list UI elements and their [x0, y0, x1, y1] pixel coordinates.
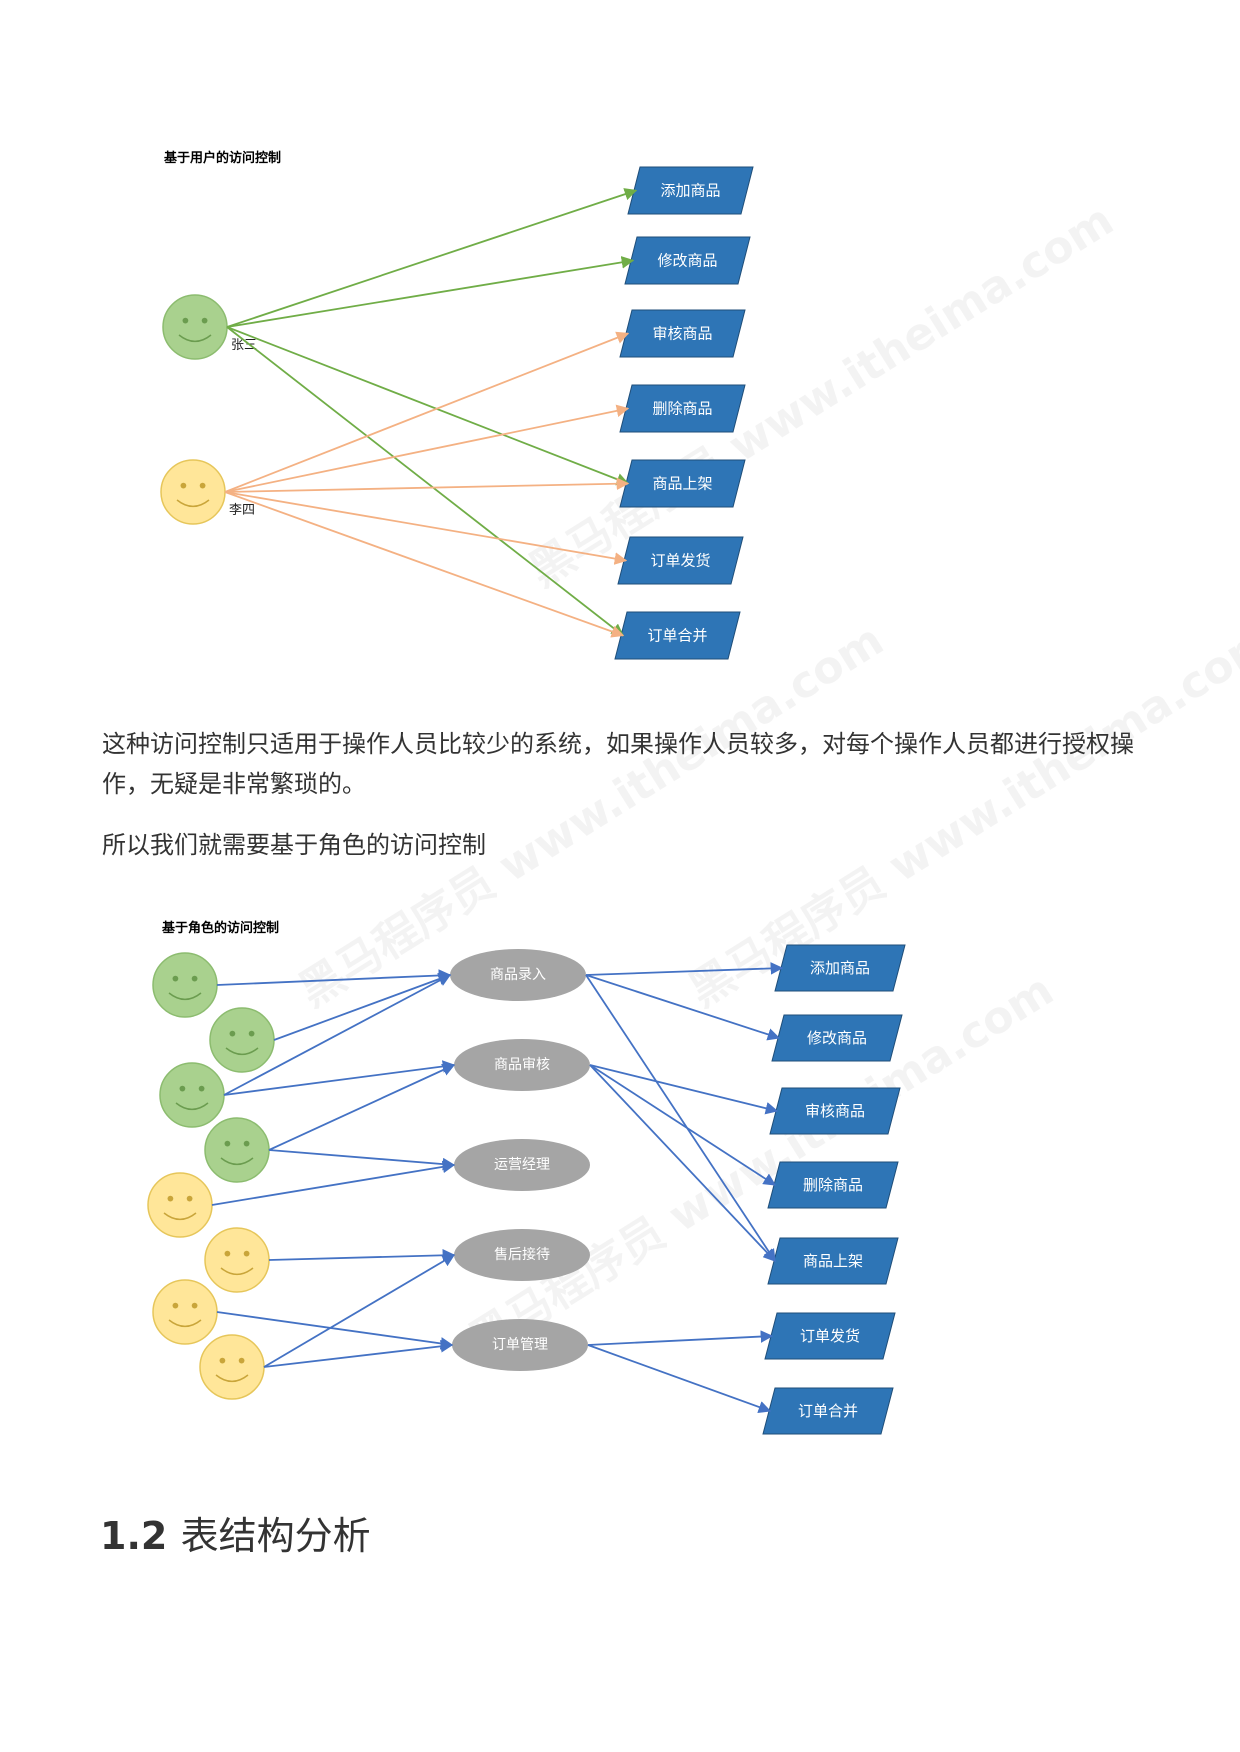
user-face-icon: [204, 1227, 270, 1293]
connector-arrow: [226, 256, 635, 328]
connector-arrow: [268, 1249, 456, 1262]
permission-label: 商品上架: [652, 475, 712, 493]
diagram-title: 基于用户的访问控制: [164, 151, 282, 166]
connector-arrow: [224, 491, 625, 638]
permission-label: 删除商品: [652, 400, 712, 418]
user-face-icon: [147, 1172, 213, 1238]
role-label: 售后接待: [494, 1246, 550, 1263]
permission-label: 删除商品: [803, 1176, 863, 1194]
permission-label: 添加商品: [660, 182, 720, 200]
connector-arrow: [589, 1064, 779, 1115]
user-face-icon: [159, 1062, 225, 1128]
permission-label: 订单合并: [647, 627, 707, 645]
user-name: 李四: [229, 503, 255, 518]
permission-box: 添加商品: [774, 944, 906, 992]
paragraph: 所以我们就需要基于角色的访问控制: [102, 831, 486, 859]
role-label: 商品录入: [490, 967, 546, 983]
connector-arrow: [585, 974, 781, 1041]
permission-label: 订单发货: [650, 552, 710, 570]
role-ellipse: 售后接待: [454, 1229, 590, 1281]
user-face-icon: [162, 294, 228, 360]
permission-box: 商品上架: [619, 459, 746, 508]
role-label: 商品审核: [494, 1057, 550, 1073]
connector-arrow: [224, 404, 630, 493]
permission-box: 审核商品: [619, 309, 746, 358]
connector-arrow: [216, 1311, 454, 1350]
role-label: 运营经理: [494, 1157, 550, 1173]
permission-label: 添加商品: [810, 959, 870, 977]
connector-arrow: [226, 188, 638, 328]
paragraph: 这种访问控制只适用于操作人员比较少的系统，如果操作人员较多，对每个操作人员都进行…: [102, 730, 1134, 798]
permission-box: 商品上架: [767, 1237, 899, 1285]
permission-label: 商品上架: [803, 1252, 863, 1270]
user-name: 张三: [231, 338, 257, 353]
connector-arrow: [224, 491, 628, 565]
connector-arrow: [589, 1064, 776, 1262]
permission-box: 修改商品: [771, 1014, 903, 1062]
permission-box: 订单发货: [617, 536, 744, 585]
permission-label: 订单合并: [798, 1402, 858, 1420]
connector-arrow: [268, 1064, 456, 1151]
user-face-icon: [152, 952, 218, 1018]
role-based-access-diagram: 基于角色的访问控制 商品录入商品审核运营经理售后接待订单管理 添加商品修改商品审核…: [0, 900, 1240, 1460]
section-title: 表结构分析: [180, 1514, 371, 1558]
connector-arrow: [273, 973, 452, 1041]
section-number: 1.2: [100, 1514, 168, 1558]
role-ellipse: 商品审核: [454, 1039, 590, 1091]
connector-arrow: [587, 1330, 774, 1346]
role-ellipse: 运营经理: [454, 1139, 590, 1191]
diagram-title: 基于角色的访问控制: [162, 921, 280, 936]
permission-box: 审核商品: [769, 1087, 901, 1135]
permission-box: 订单合并: [762, 1387, 894, 1435]
permission-box: 修改商品: [624, 236, 751, 285]
user-face-icon: [199, 1334, 265, 1400]
connector-arrow: [263, 1254, 456, 1368]
permission-box: 添加商品: [627, 166, 754, 215]
connector-arrow: [224, 477, 630, 493]
connector-arrow: [226, 326, 630, 486]
user-face-icon: [160, 459, 226, 525]
connector-arrow: [224, 331, 630, 493]
permission-label: 订单发货: [800, 1327, 860, 1345]
role-label: 订单管理: [492, 1337, 548, 1353]
permission-box: 订单合并: [614, 611, 741, 660]
connector-arrow: [585, 962, 784, 976]
connector-arrow: [223, 1060, 456, 1096]
permission-label: 修改商品: [657, 252, 717, 270]
user-face-icon: [152, 1279, 218, 1345]
connector-arrow: [223, 974, 452, 1096]
connector-arrow: [226, 326, 624, 637]
permission-label: 审核商品: [652, 325, 712, 343]
connector-arrow: [263, 1340, 454, 1368]
permission-box: 删除商品: [767, 1161, 899, 1209]
user-based-access-diagram: 基于用户的访问控制 添加商品修改商品审核商品删除商品商品上架订单发货订单合并 张三…: [0, 130, 1240, 670]
permission-box: 删除商品: [619, 384, 746, 433]
role-ellipse: 商品录入: [450, 949, 586, 1001]
role-ellipse: 订单管理: [452, 1319, 588, 1371]
section-heading: 1.2 表结构分析: [100, 1505, 371, 1560]
connector-arrow: [211, 1160, 456, 1206]
permission-label: 修改商品: [807, 1029, 867, 1047]
user-face-icon: [209, 1007, 275, 1073]
connector-arrow: [268, 1149, 456, 1171]
connector-arrow: [587, 1344, 772, 1414]
permission-label: 审核商品: [805, 1102, 865, 1120]
connector-arrow: [589, 1064, 777, 1186]
connector-arrow: [216, 969, 452, 986]
permission-box: 订单发货: [764, 1312, 896, 1360]
connector-arrow: [585, 974, 776, 1263]
user-face-icon: [204, 1117, 270, 1183]
